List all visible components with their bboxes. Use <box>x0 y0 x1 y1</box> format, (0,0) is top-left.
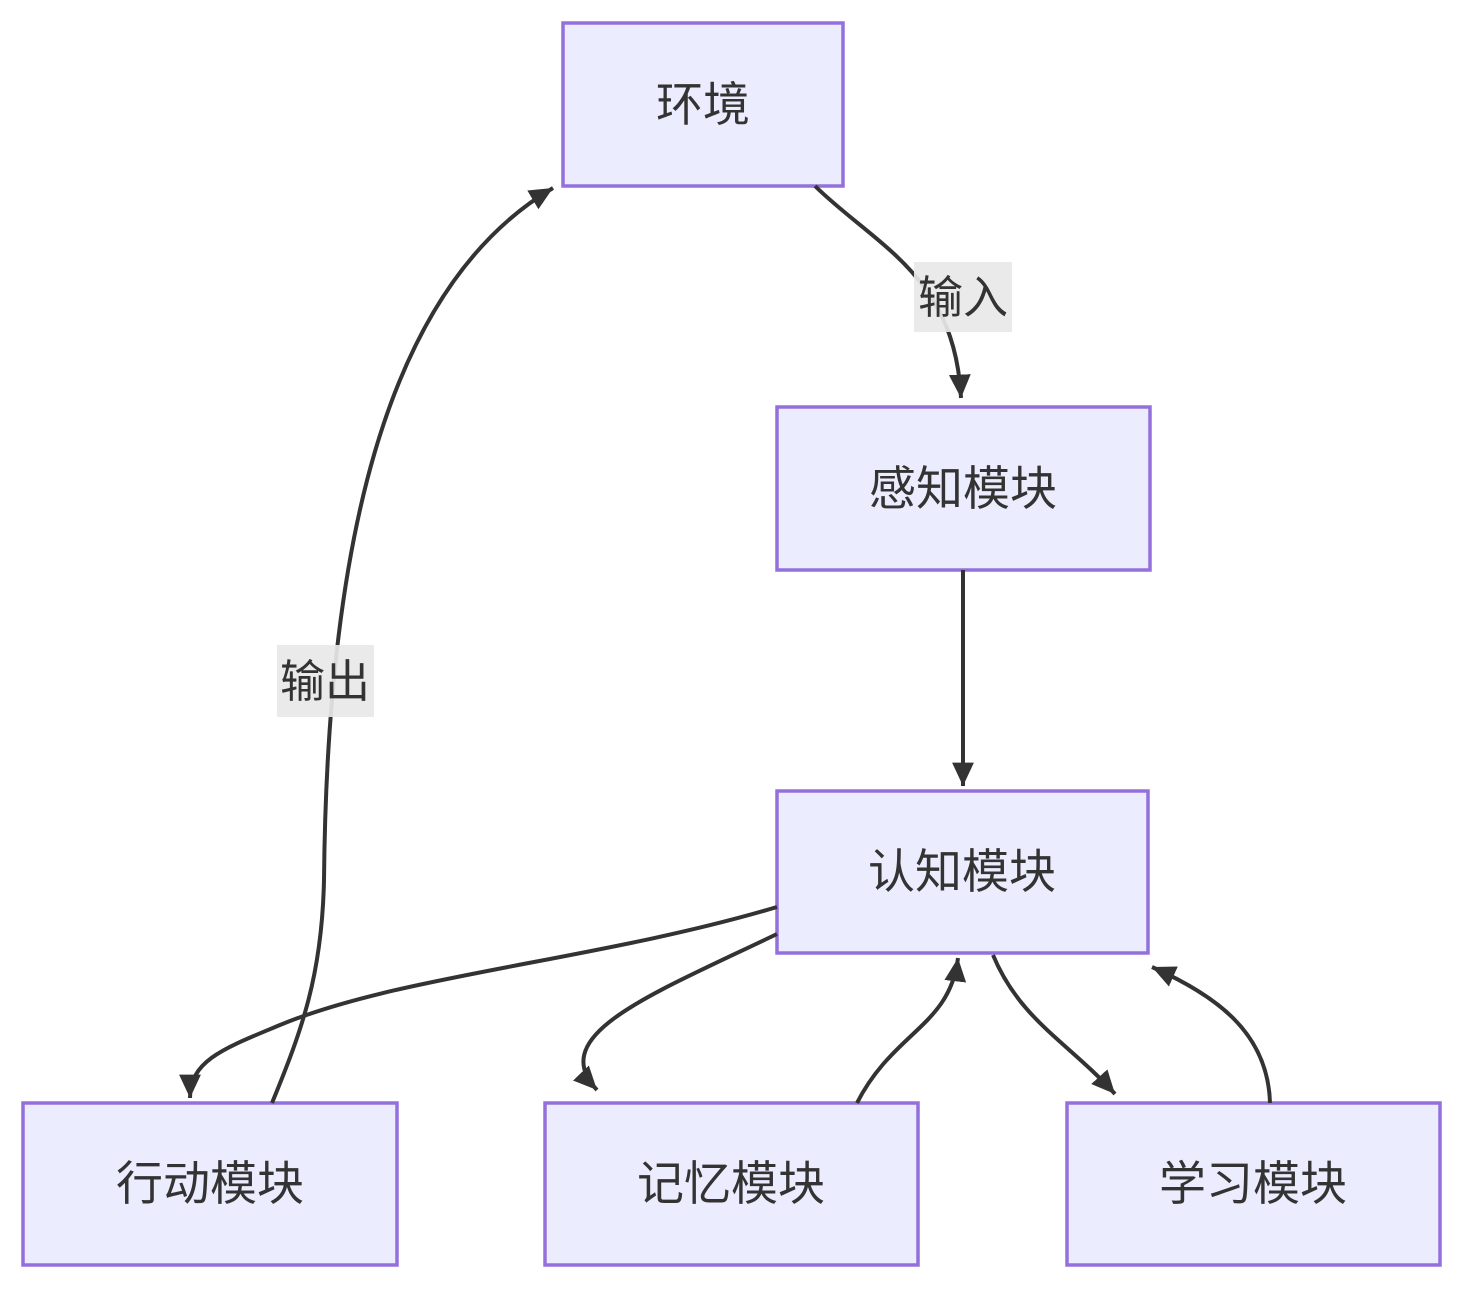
node-learning-label: 学习模块 <box>1159 1157 1347 1210</box>
node-action-label: 行动模块 <box>116 1157 304 1210</box>
node-memory: 记忆模块 <box>543 1101 920 1267</box>
node-environment: 环境 <box>561 21 845 188</box>
edge-label-input: 输入 <box>914 262 1012 332</box>
edge-label-input-text: 输入 <box>918 272 1008 323</box>
edge-memory-to-cognition <box>855 957 967 1104</box>
node-environment-label: 环境 <box>656 78 750 131</box>
edge-label-output-bg <box>277 645 374 717</box>
node-perception: 感知模块 <box>775 405 1152 572</box>
node-environment-box <box>561 21 845 188</box>
edge-cognition-to-learning <box>991 954 1117 1096</box>
edge-label-output-text: 输出 <box>280 656 370 707</box>
edges <box>179 184 1272 1104</box>
edge-label-input-bg <box>914 262 1012 332</box>
edge-label-output: 输出 <box>277 645 374 717</box>
edge-cognition-to-action <box>179 905 778 1099</box>
edge-environment-to-perception <box>813 184 971 399</box>
node-action: 行动模块 <box>21 1101 399 1267</box>
edge-labels: 输入 输出 <box>277 262 1012 717</box>
edge-cognition-to-memory <box>573 932 778 1092</box>
node-cognition-box <box>775 789 1150 955</box>
node-memory-box <box>543 1101 920 1267</box>
node-cognition: 认知模块 <box>775 789 1150 955</box>
node-learning: 学习模块 <box>1065 1101 1442 1267</box>
node-learning-box <box>1065 1101 1442 1267</box>
nodes: 环境 感知模块 认知模块 行动模块 记忆模块 学习模块 <box>21 21 1442 1267</box>
node-memory-label: 记忆模块 <box>637 1157 825 1210</box>
node-cognition-label: 认知模块 <box>868 845 1056 898</box>
node-perception-label: 感知模块 <box>869 462 1057 515</box>
node-action-box <box>21 1101 399 1267</box>
edge-learning-to-cognition <box>1151 965 1272 1104</box>
node-perception-box <box>775 405 1152 572</box>
